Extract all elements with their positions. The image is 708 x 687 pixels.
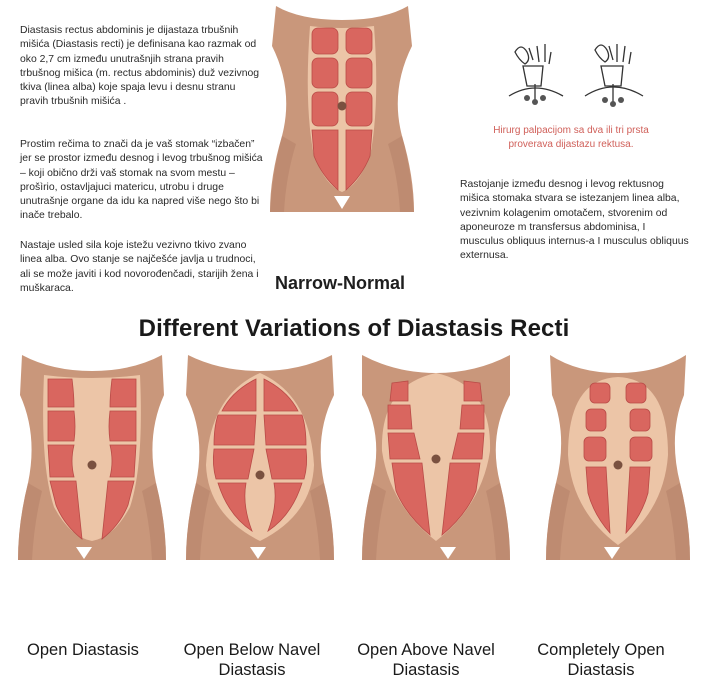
palpation-caption: Hirurg palpacijom sa dva ili tri prsta p… (493, 125, 649, 150)
rectus-muscle-right (101, 378, 137, 540)
label-completely-open: Completely Open Diastasis (537, 641, 665, 679)
main-figure-label: Narrow-Normal (274, 273, 406, 293)
torso-open-above-navel (362, 355, 510, 560)
rectus-muscle-left (387, 380, 431, 536)
rectus-muscle-right (625, 382, 653, 535)
rectus-muscle-right (441, 380, 485, 536)
intro-paragraph: Diastasis rectus abdominis je dijastaza … (20, 25, 260, 108)
torso-open-below-navel (186, 355, 334, 560)
navel (431, 454, 441, 464)
description-paragraph: Rastojanje između desnog i levog rektusn… (460, 179, 689, 262)
navel (255, 470, 265, 480)
rectus-muscle-right (345, 27, 373, 191)
navel (337, 101, 347, 111)
explanation-paragraph: Prostim rečima to znači da je vaš stomak… (20, 139, 263, 222)
label-open-above-navel: Open Above Navel Diastasis (357, 641, 495, 679)
label-open-below-navel: Open Below Navel Diastasis (183, 641, 321, 679)
torso-narrow-normal (270, 6, 414, 212)
navel (87, 460, 97, 470)
navel (613, 460, 623, 470)
torso-completely-open (546, 355, 690, 560)
cause-paragraph: Nastaje usled sila koje istežu vezivno t… (20, 240, 259, 294)
rectus-muscle-right (263, 378, 308, 533)
rectus-muscle-left (583, 382, 611, 535)
rectus-muscle-left (311, 27, 339, 191)
torso-open-diastasis (18, 355, 166, 560)
palpation-sketch (508, 44, 644, 107)
rectus-muscle-left (47, 378, 83, 540)
section-title: Different Variations of Diastasis Recti (138, 315, 570, 342)
label-open-diastasis: Open Diastasis (27, 641, 139, 659)
rectus-muscle-left (212, 378, 257, 533)
